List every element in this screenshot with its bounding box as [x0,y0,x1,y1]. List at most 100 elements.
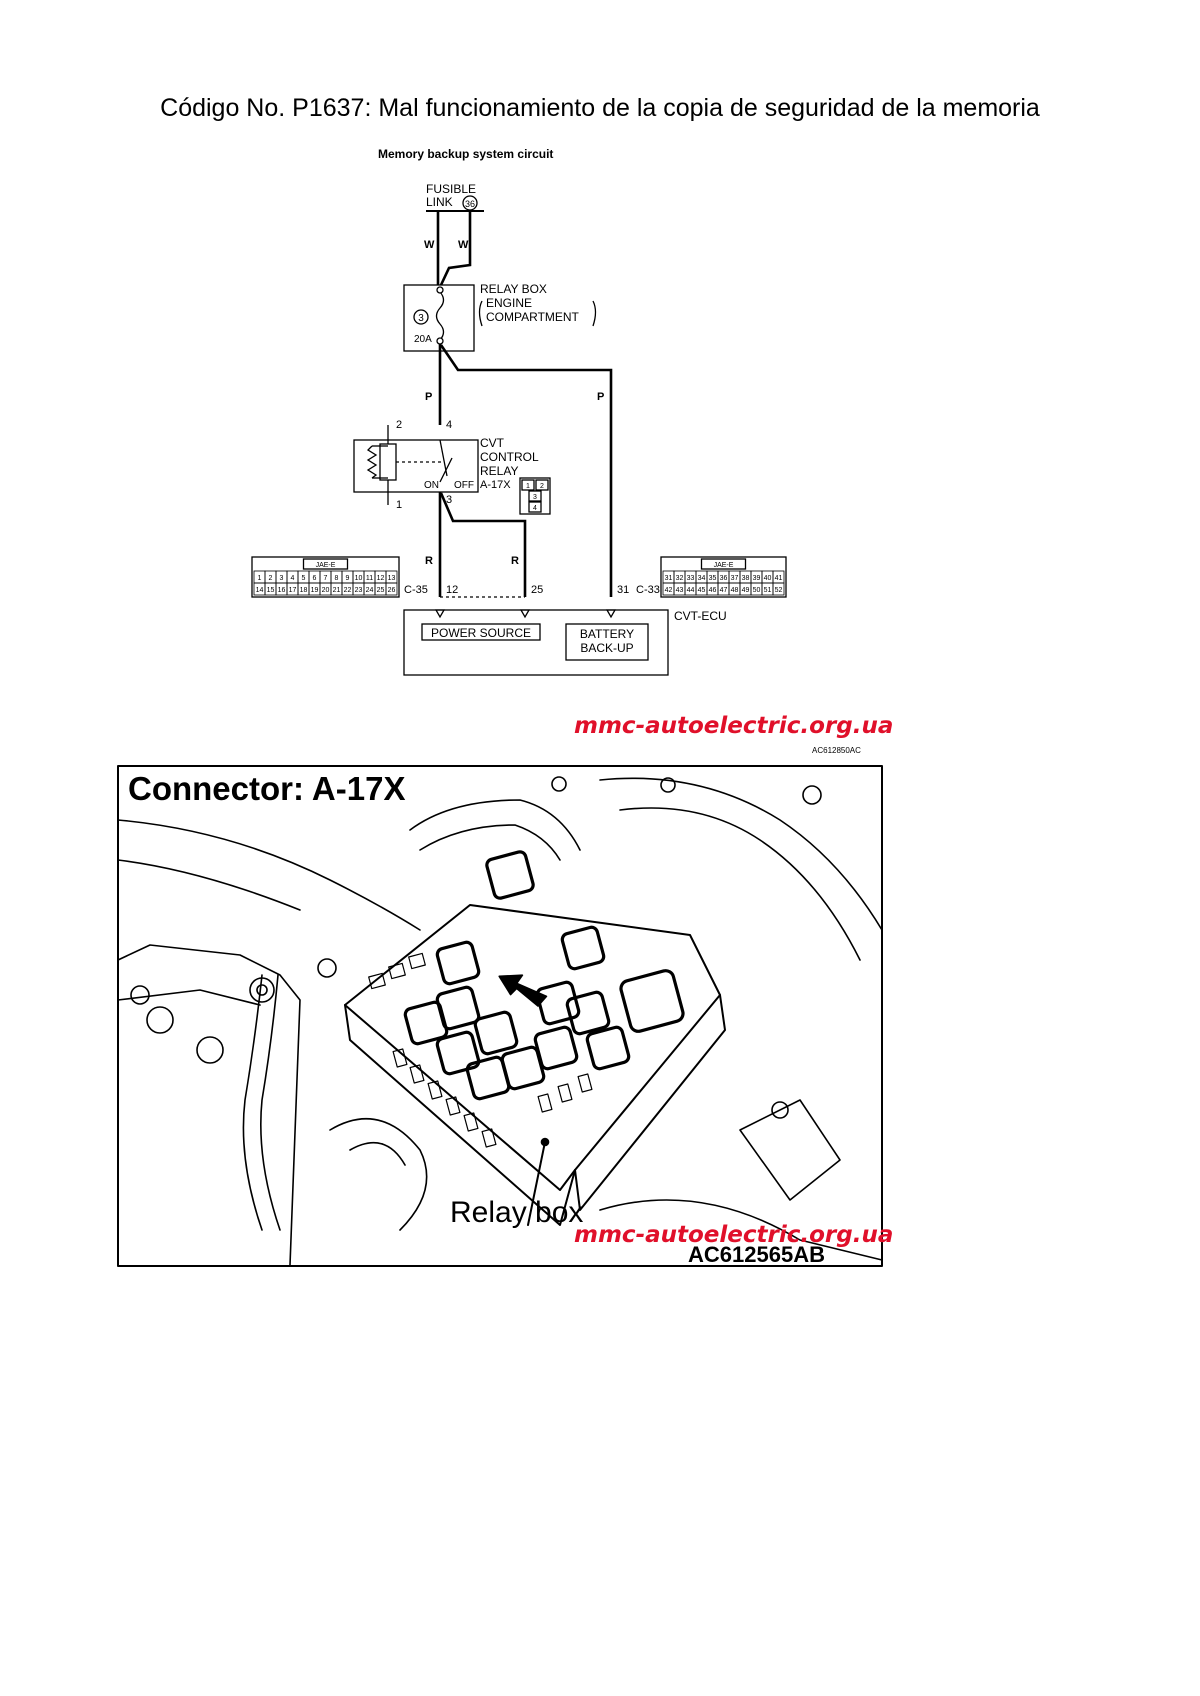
connector-c35-cell-label: 21 [333,587,341,594]
harness-loop-2 [349,1141,406,1166]
connector-c33-tag: JAE-E [714,562,734,569]
wire-color-w-right: W [458,239,469,251]
connector-c33-cell-label: 51 [764,587,772,594]
page-title: Código No. P1637: Mal funcionamiento de … [160,94,1040,122]
power-source-box [421,623,541,641]
relay-box-front-face [344,1004,576,1226]
ecu-pin-31: 31 [617,584,629,596]
relay-6 [619,969,685,1033]
ecu-connector-left: C-35 [404,584,428,596]
connector-c35-cell-label: 20 [322,587,330,594]
connector-c35-tag-box [302,558,349,570]
connector-c33-frame [660,556,787,598]
a17x-pointer-arrow [498,974,548,1007]
fender-contour-2 [117,859,301,911]
wire-w-right [439,211,472,286]
battery-clamp-bolt-inner [256,984,268,996]
connector-c35-cell-label: 10 [355,575,363,582]
harness-loop [329,1117,428,1231]
ecu-pin-12: 12 [446,584,458,596]
relay-box-label-3: COMPARTMENT [486,310,580,324]
relay-connector-cell-3-label: 3 [533,494,537,501]
battery-terminal-cap-2 [196,1036,224,1064]
connector-c35-cell-label: 26 [388,587,396,594]
connector-c33-cell-label: 49 [742,587,750,594]
connector-c35-cell-label: 6 [313,575,317,582]
fusible-link-number: 36 [465,199,475,209]
connector-c35-cell-label: 3 [280,575,284,582]
connector-c35-cell-label: 7 [324,575,328,582]
connector-c35-cell-label: 9 [346,575,350,582]
connector-c35-cell-label: 5 [302,575,306,582]
relay-coil-resistor [366,445,378,479]
battery-clamp-bolt [249,977,275,1003]
strut-tower [599,777,883,931]
illustration-watermark: mmc-autoelectric.org.ua [574,1222,893,1248]
illustration-frame [117,765,883,1267]
circuit-heading: Memory backup system circuit [378,147,553,161]
relay-box-paren-right [592,300,597,327]
mount-bolt [317,958,337,978]
connector-c35-cell-label: 24 [366,587,374,594]
connector-c33-cell-label: 39 [753,575,761,582]
relay-connector-frame [519,477,551,515]
relay-connector-cell-4 [528,501,542,513]
wire-r-right [439,492,527,597]
ecu-connector-right: C-33 [636,584,660,596]
circuit-watermark: mmc-autoelectric.org.ua [574,713,893,739]
fusible-link-label-2: LINK [426,195,453,209]
relay-3 [560,925,606,971]
relay-1 [485,850,535,900]
connector-c35-cell-label: 15 [267,587,275,594]
relay-11 [533,1025,579,1071]
connector-c35-cell-label: 18 [300,587,308,594]
fender-contour [117,819,421,931]
connector-c35-cell-label: 2 [269,575,273,582]
fuse-terminal-bottom [436,337,444,345]
cvt-relay-outline [353,439,479,493]
connector-c35-tag: JAE-E [316,562,336,569]
connector-c33-cell-label: 47 [720,587,728,594]
battery-outline [117,944,301,1266]
relay-connector-cell-1 [521,479,535,491]
connector-c33-tag-box [700,558,747,570]
battery-backup-label-2: BACK-UP [580,641,633,655]
fuse-terminal-top [436,286,444,294]
ecu-pin-arrow-25 [519,609,531,619]
ecu-pin-25: 25 [531,584,543,596]
relay-8 [435,985,481,1031]
upper-hose-2 [419,824,561,861]
relay-connector-cell-1-label: 1 [526,483,530,490]
connector-c35-cell-label: 12 [377,575,385,582]
wire-color-p-left: P [425,391,432,403]
connector-c33-cell-label: 42 [665,587,673,594]
upper-hose [409,799,581,851]
connector-c33-cell-label: 37 [731,575,739,582]
relay-pin-4: 4 [446,419,452,431]
connector-c35-cell-label: 11 [366,575,373,582]
wire-color-p-right: P [597,391,604,403]
connector-c33-cell-label: 45 [698,587,706,594]
relay-12 [500,1045,546,1091]
relay-connector-cell-2 [535,479,549,491]
strut-bolt [802,785,822,805]
connector-c35-cell-label: 13 [388,575,396,582]
battery-backup-label-1: BATTERY [580,627,634,641]
relay-pin-3: 3 [446,494,452,506]
relay-box-label-2: ENGINE [486,296,532,310]
connector-c33-cell-label: 33 [687,575,695,582]
connector-c33-cell-label: 34 [698,575,706,582]
connector-c35-cell-label: 8 [335,575,339,582]
connector-c35-cell-label: 14 [256,587,264,594]
top-bolt-2 [660,777,676,793]
battery-terminal-cap-1 [146,1006,174,1034]
relay-4 [535,980,581,1026]
illustration-title: Connector: A-17X [128,770,405,807]
cvt-relay-connector-label: A-17X [480,479,511,491]
battery-terminal-cap-3 [130,985,150,1005]
connector-c33-cell-label: 48 [731,587,739,594]
fuse-number: 3 [418,313,424,324]
connector-c33-cell [772,582,785,596]
